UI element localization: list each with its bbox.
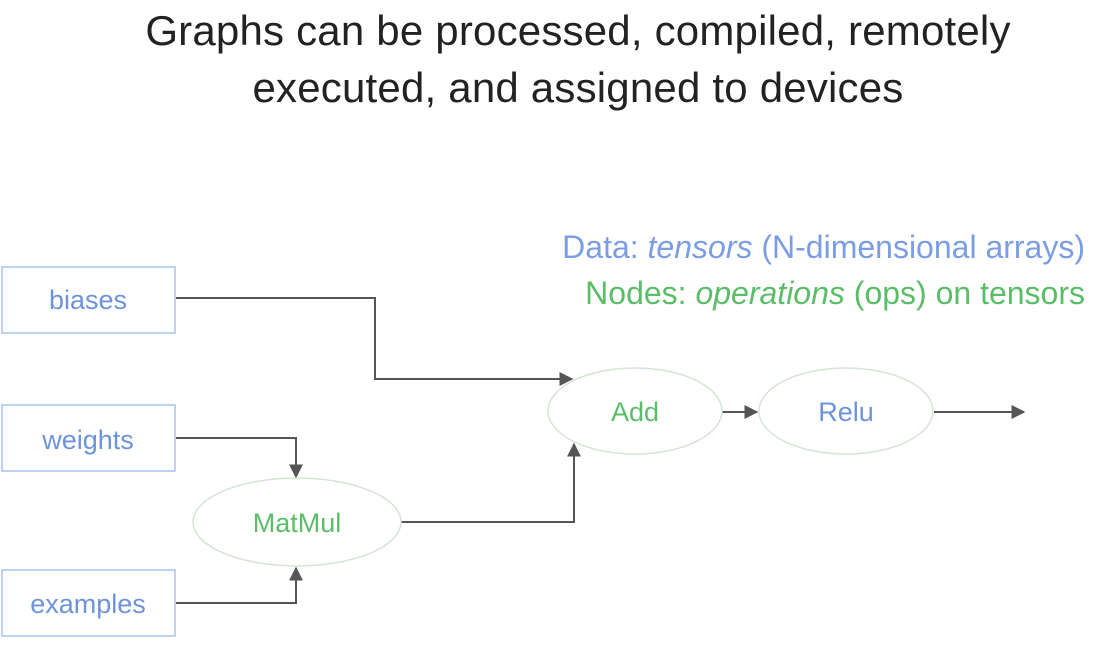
legend-nodes-prefix: Nodes: (585, 275, 696, 311)
input-box (1, 569, 176, 637)
title-line-2: executed, and assigned to devices (252, 64, 904, 111)
title-line-1: Graphs can be processed, compiled, remot… (145, 7, 1011, 54)
legend-nodes-suffix: (ops) on tensors (844, 275, 1085, 311)
edge-weights-to-matmul (176, 437, 303, 479)
legend: Data: tensors (N-dimensional arrays) Nod… (562, 224, 1085, 316)
input-weights: weights (1, 404, 176, 472)
slide-title: Graphs can be processed, compiled, remot… (0, 2, 1099, 116)
op-node (547, 367, 723, 455)
legend-data-prefix: Data: (562, 229, 648, 265)
input-label: biases (49, 285, 127, 315)
legend-data: Data: tensors (N-dimensional arrays) (562, 224, 1085, 270)
legend-nodes-term: operations (695, 275, 845, 311)
edge-biases-to-add (176, 297, 574, 386)
op-add: Add (547, 367, 723, 455)
input-label: examples (30, 589, 146, 619)
legend-data-suffix: (N-dimensional arrays) (752, 229, 1085, 265)
op-node (192, 477, 402, 567)
op-label: Relu (818, 397, 874, 427)
op-label: MatMul (253, 508, 342, 538)
op-matmul: MatMul (192, 477, 402, 567)
edge-matmul-to-add (400, 442, 581, 523)
legend-nodes: Nodes: operations (ops) on tensors (562, 270, 1085, 316)
input-box (1, 266, 176, 334)
input-biases: biases (1, 266, 176, 334)
input-examples: examples (1, 569, 176, 637)
op-label: Add (611, 397, 659, 427)
op-node (758, 367, 934, 455)
input-label: weights (41, 425, 134, 455)
op-relu: Relu (758, 367, 934, 455)
input-box (1, 404, 176, 472)
legend-data-term: tensors (647, 229, 753, 265)
edge-examples-to-matmul (176, 566, 303, 604)
